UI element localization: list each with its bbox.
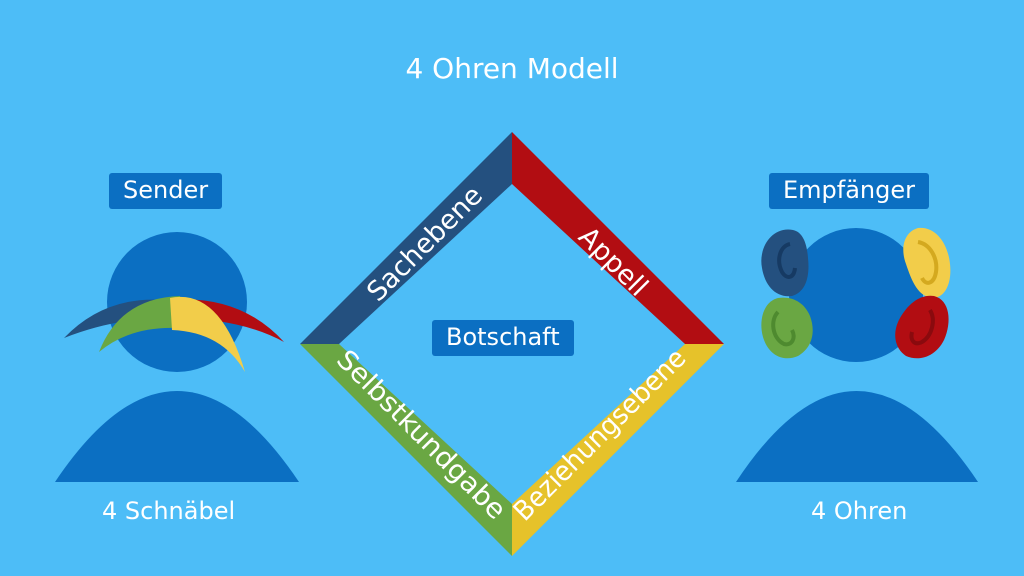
ear-red-inner bbox=[909, 308, 935, 346]
label-sachebene: Sachebene bbox=[361, 180, 489, 308]
edge-selbstkundgabe bbox=[300, 344, 512, 556]
ear-red bbox=[895, 295, 949, 359]
receiver-figure bbox=[736, 227, 978, 482]
receiver-head bbox=[789, 228, 923, 362]
message-diamond bbox=[300, 132, 724, 556]
receiver-caption: 4 Ohren bbox=[811, 497, 908, 525]
sender-figure bbox=[55, 232, 299, 482]
ear-green bbox=[761, 297, 813, 359]
sender-caption: 4 Schnäbel bbox=[102, 497, 236, 525]
label-beziehungsebene: Beziehungsebene bbox=[508, 343, 693, 528]
sender-beaks bbox=[64, 296, 284, 372]
receiver-ears bbox=[761, 227, 951, 359]
ear-green-inner bbox=[771, 310, 796, 347]
ear-yellow bbox=[903, 227, 951, 298]
receiver-body bbox=[736, 391, 978, 482]
edge-appell bbox=[512, 132, 724, 344]
edge-beziehungsebene bbox=[512, 344, 724, 556]
receiver-label: Empfänger bbox=[769, 173, 930, 209]
label-selbstkundgabe: Selbstkundgabe bbox=[330, 344, 512, 526]
ear-yellow-inner bbox=[917, 240, 939, 285]
beak-green bbox=[99, 296, 180, 352]
edge-sachebene bbox=[300, 132, 512, 344]
ear-dark-blue bbox=[761, 229, 809, 297]
message-label: Botschaft bbox=[432, 320, 574, 356]
sender-label: Sender bbox=[109, 173, 223, 209]
ear-dark-blue-inner bbox=[777, 242, 797, 279]
diagram-title: 4 Ohren Modell bbox=[405, 52, 619, 85]
beak-yellow bbox=[170, 296, 245, 372]
sender-body bbox=[55, 391, 299, 482]
